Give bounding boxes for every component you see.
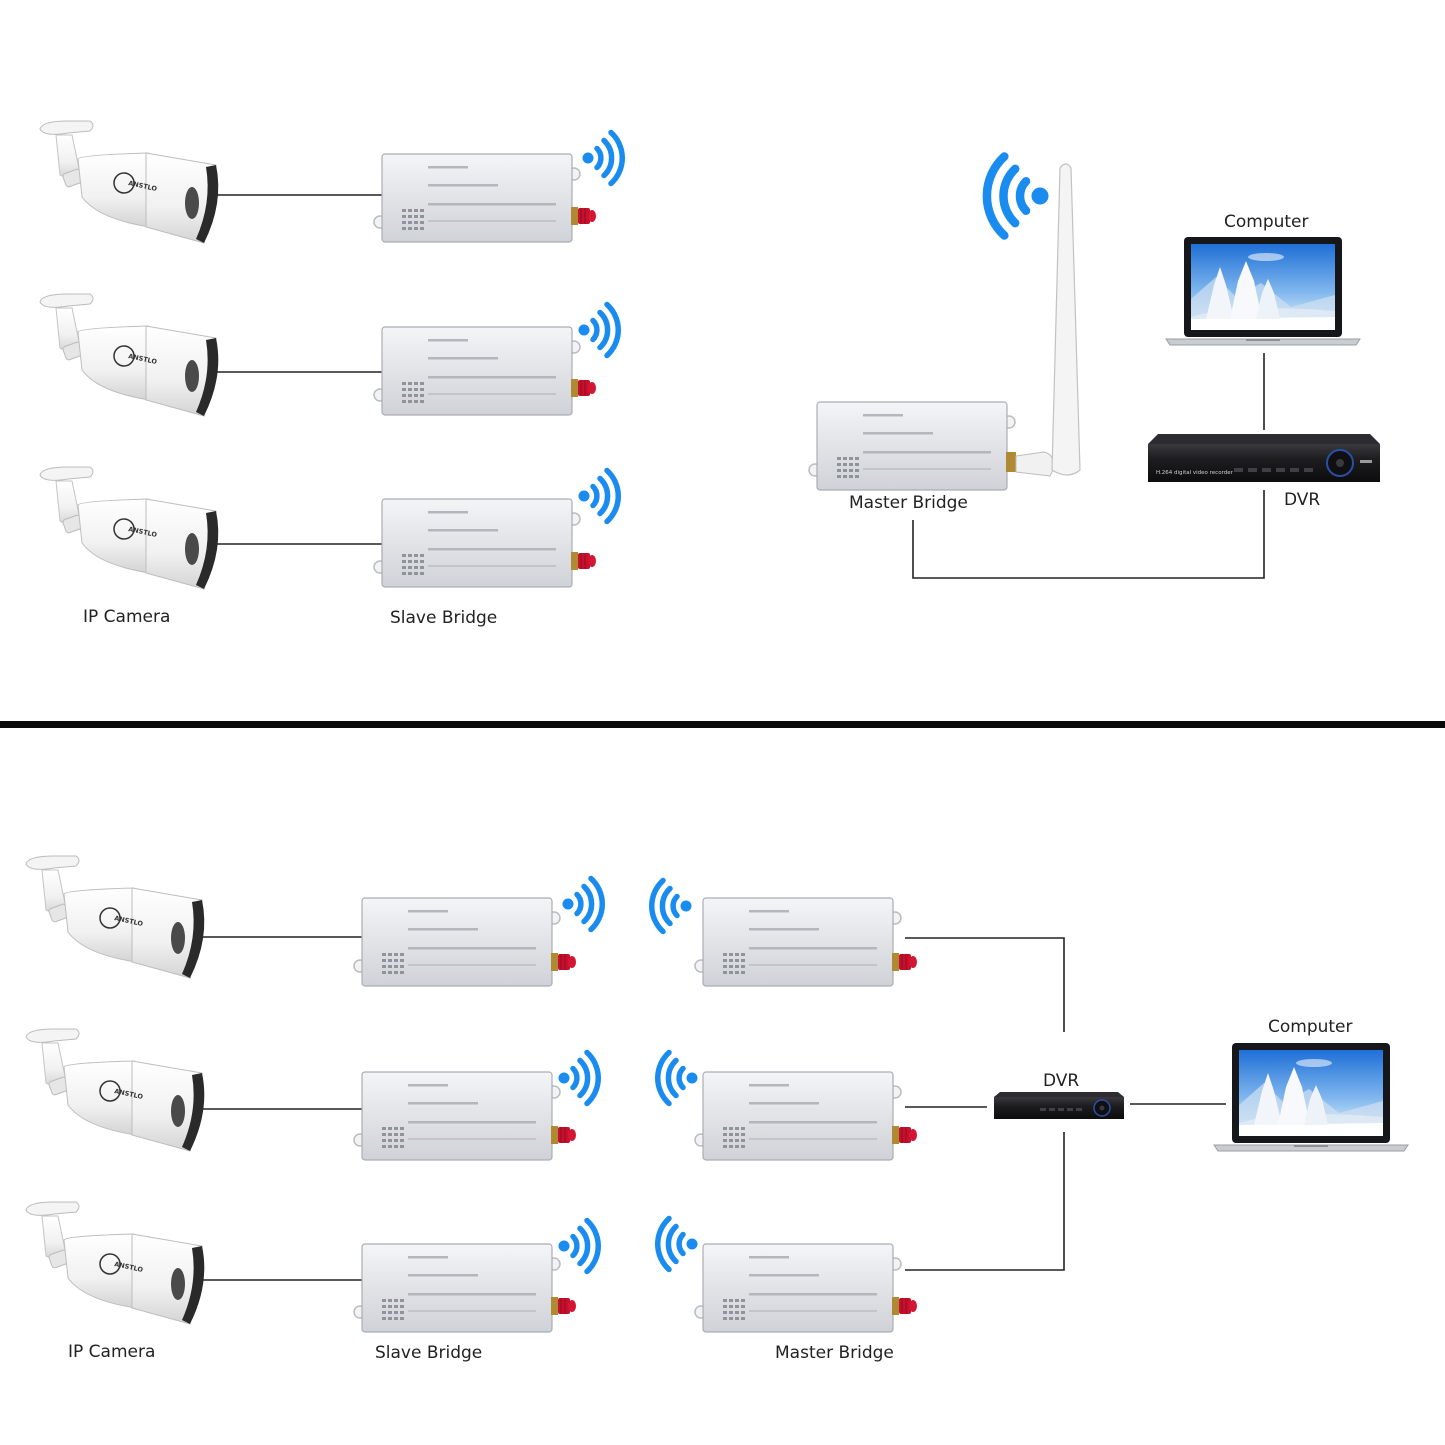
bottom-master-bridges <box>652 881 918 1333</box>
dvr-top <box>994 1092 1124 1097</box>
antenna-connector-6 <box>891 1296 918 1316</box>
wifi-signal-icon <box>559 1221 599 1272</box>
slave-bridge-1 <box>353 897 561 987</box>
wifi-signal-icon <box>559 1053 599 1104</box>
section-divider <box>0 721 1445 728</box>
antenna-connector-2 <box>570 378 597 398</box>
laptop-icon <box>1165 236 1361 346</box>
laptop-icon <box>1213 1042 1409 1152</box>
slave-bridge-3 <box>373 498 581 588</box>
slave-bridge-1 <box>373 153 581 243</box>
antenna-icon <box>1051 163 1081 476</box>
top-dvr: H.264 digital video recorder <box>1148 434 1380 482</box>
antenna-connector-3 <box>570 551 597 571</box>
dvr-label: DVR <box>1043 1071 1080 1091</box>
dvr-label: DVR <box>1284 490 1321 510</box>
master-bridge-1 <box>694 897 902 987</box>
antenna-hinge <box>1015 451 1055 477</box>
wifi-signal-icon <box>579 471 619 522</box>
ip-camera-label: IP Camera <box>83 607 171 627</box>
bottom-dvr <box>994 1092 1124 1119</box>
antenna-connector-3 <box>550 1296 577 1316</box>
slave-bridge-2 <box>373 326 581 416</box>
wifi-signal-icon <box>579 305 619 356</box>
top-slave-bridges <box>373 133 623 588</box>
computer-label: Computer <box>1268 1017 1353 1037</box>
dvr-top <box>1148 434 1380 444</box>
wire-master3-dvr <box>905 1132 1065 1271</box>
antenna-connector-5 <box>891 1125 918 1145</box>
master-bridge <box>808 401 1016 491</box>
master-bridge-3 <box>694 1243 902 1333</box>
master-bridge-label: Master Bridge <box>849 493 968 513</box>
computer-label: Computer <box>1224 212 1309 232</box>
bottom-slave-bridges <box>353 879 603 1333</box>
ip-camera-3 <box>39 466 220 590</box>
ip-camera-2 <box>39 293 220 417</box>
top-wires <box>207 194 1265 579</box>
wifi-signal-icon <box>583 133 623 184</box>
wifi-signal-icon <box>987 156 1049 235</box>
top-computer <box>1165 236 1361 346</box>
wifi-signal-icon <box>658 1219 698 1270</box>
ip-camera-3 <box>25 1201 206 1325</box>
ip-camera-1 <box>25 855 206 979</box>
top-cameras <box>39 120 220 590</box>
slave-bridge-2 <box>353 1071 561 1161</box>
bottom-wires <box>193 936 1226 1281</box>
antenna-connector-4 <box>891 952 918 972</box>
slave-bridge-label: Slave Bridge <box>390 608 498 628</box>
antenna-connector-2 <box>550 1125 577 1145</box>
bottom-cameras <box>25 855 206 1325</box>
slave-bridge-label: Slave Bridge <box>375 1343 483 1363</box>
master-bridge-2 <box>694 1071 902 1161</box>
bottom-computer <box>1213 1042 1409 1152</box>
wifi-signal-icon <box>658 1053 698 1104</box>
svg-text:H.264 digital video recorder: H.264 digital video recorder <box>1156 470 1234 476</box>
slave-bridge-3 <box>353 1243 561 1333</box>
antenna-connector-1 <box>550 952 577 972</box>
ip-camera-1 <box>39 120 220 244</box>
wire-master1-dvr <box>905 937 1065 1032</box>
wire-master-dvr <box>912 490 1265 579</box>
top-master-bridge <box>808 156 1081 491</box>
wifi-signal-icon <box>652 881 692 932</box>
ip-camera-2 <box>25 1028 206 1152</box>
antenna-base <box>1006 452 1016 472</box>
ip-camera-label: IP Camera <box>68 1342 156 1362</box>
wifi-signal-icon <box>563 879 603 930</box>
antenna-connector-1 <box>570 206 597 226</box>
master-bridge-label: Master Bridge <box>775 1343 894 1363</box>
